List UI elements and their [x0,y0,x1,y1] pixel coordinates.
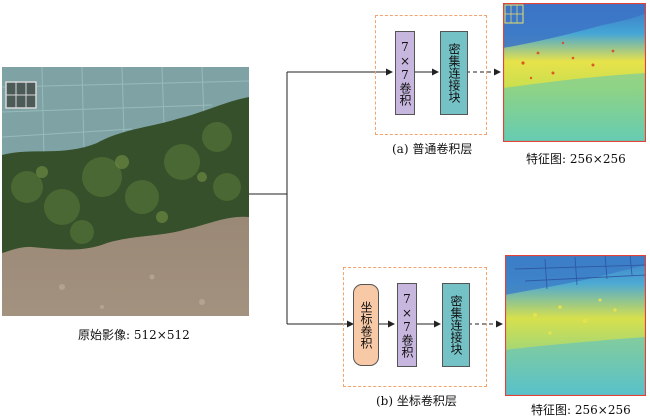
branch-a-conv-block: 7×7卷积 [395,31,415,115]
branch-b-coord-label: 坐标卷积 [359,301,373,349]
branch-b-dense-label: 密集连接块 [449,295,463,355]
feature-map-a-caption: 特征图: 256×256 [526,152,626,166]
input-image [2,67,249,316]
input-image-caption: 原始影像: 512×512 [78,328,190,342]
branch-a-caption: (a) 普通卷积层 [392,142,473,156]
branch-b-conv-block: 7×7卷积 [397,283,417,367]
branch-a-dense-label: 密集连接块 [447,43,461,103]
feature-map-a [503,3,646,142]
branch-b-caption: (b) 坐标卷积层 [376,394,457,408]
branch-b-frame [343,267,487,387]
feature-map-b [505,255,646,396]
branch-b-dense-block: 密集连接块 [442,283,470,367]
branch-a-frame [375,15,487,135]
feature-map-b-caption: 特征图: 256×256 [531,403,631,417]
branch-a-conv-label: 7×7卷积 [398,40,412,106]
branch-b-coord-block: 坐标卷积 [353,284,379,366]
branch-a-dense-block: 密集连接块 [440,31,468,115]
branch-b-conv-label: 7×7卷积 [400,292,414,358]
